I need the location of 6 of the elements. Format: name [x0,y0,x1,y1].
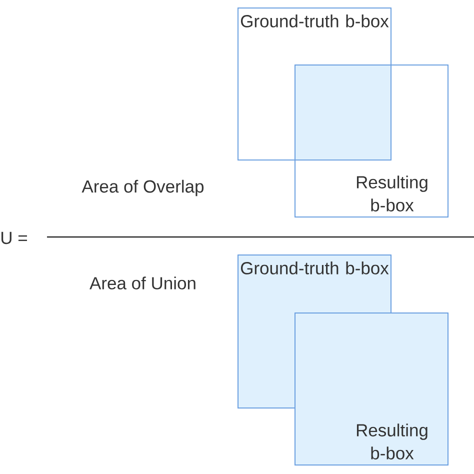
label-text: Area of Union [90,276,196,290]
bounding-box: Resulting b-box [294,64,448,218]
label-text: U = [2,232,27,244]
label-text: Area of Overlap [82,180,204,196]
bounding-box: Resulting b-box [294,312,448,466]
bounding-box: Ground-truth b-box [238,8,392,160]
